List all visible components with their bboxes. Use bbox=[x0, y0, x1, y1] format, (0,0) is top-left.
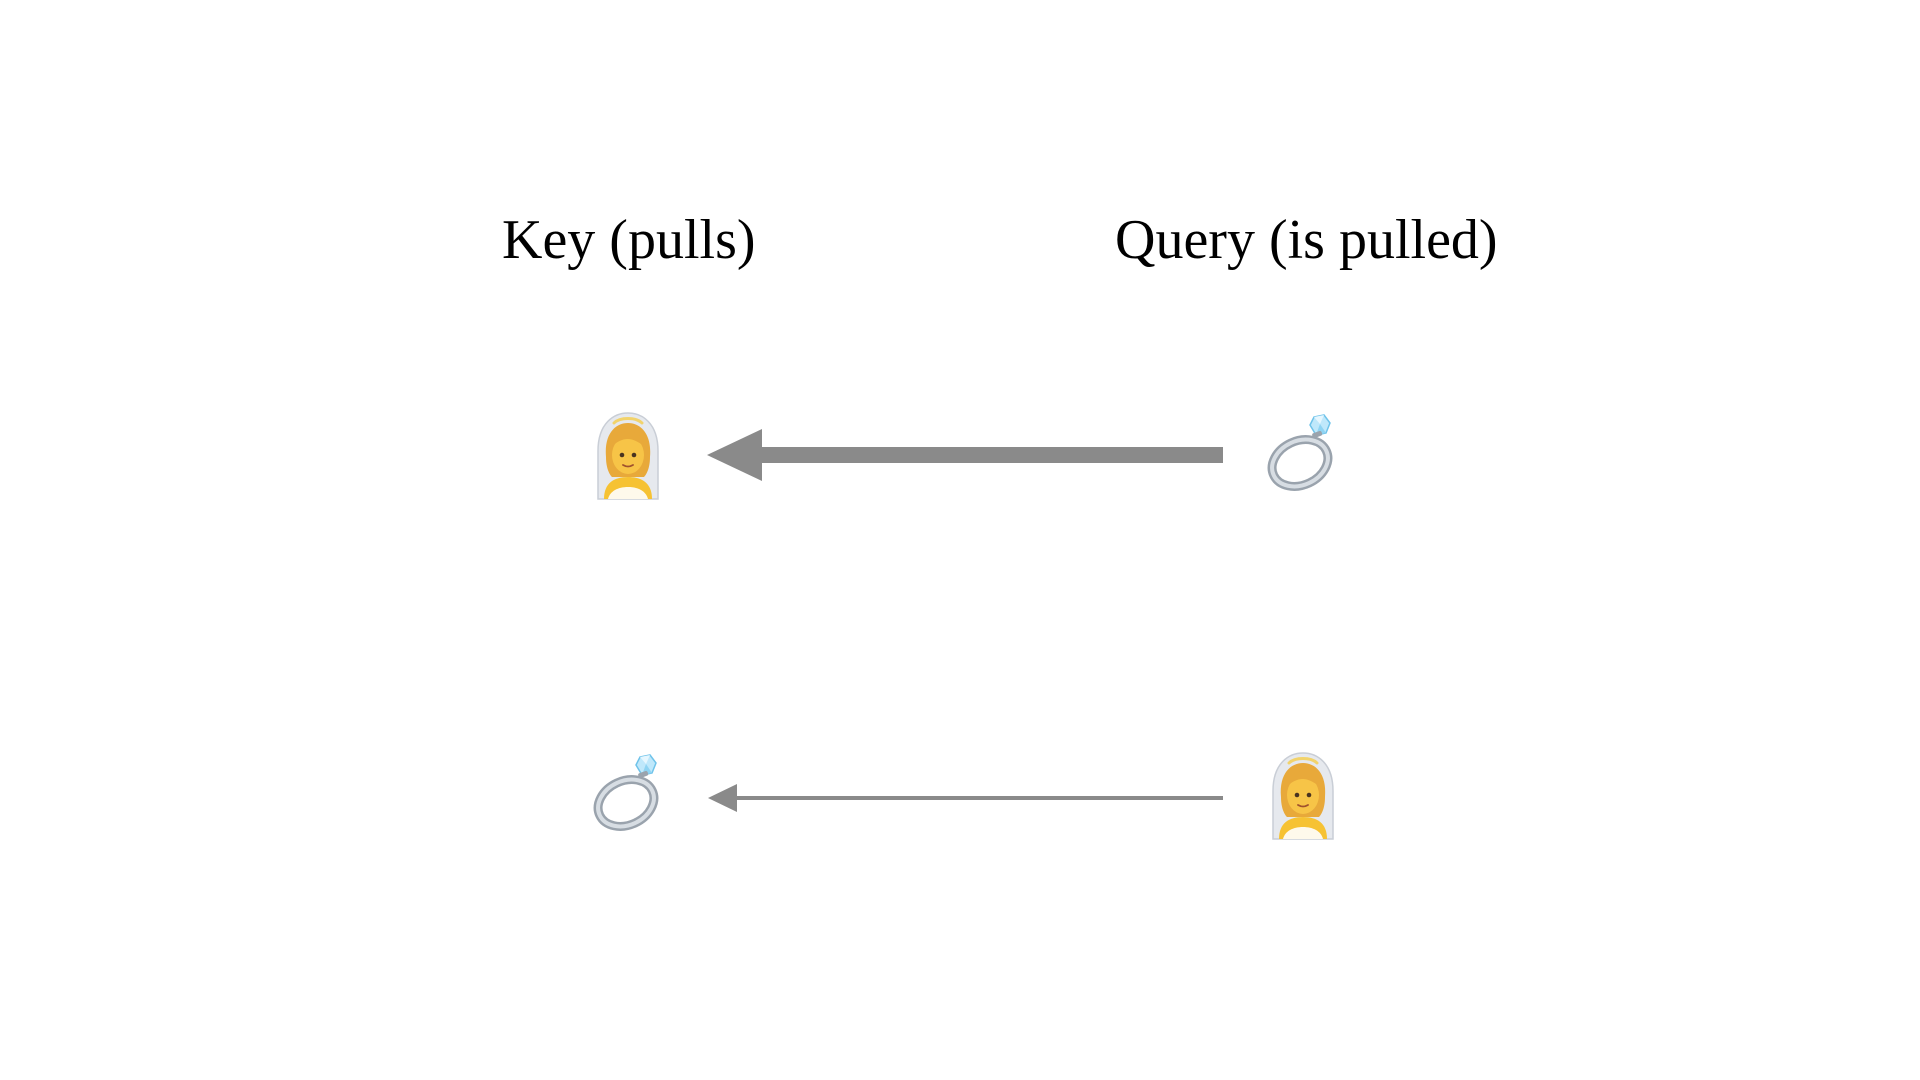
thin-arrow-head bbox=[708, 784, 737, 812]
thin-arrow bbox=[708, 784, 1223, 812]
ring-icon bbox=[1267, 414, 1333, 491]
key-column-header: Key (pulls) bbox=[502, 209, 756, 271]
query-column-header: Query (is pulled) bbox=[1115, 209, 1498, 271]
thin-arrow-shaft bbox=[735, 796, 1223, 800]
thick-arrow bbox=[707, 429, 1223, 481]
bride-with-veil-icon bbox=[597, 412, 659, 500]
ring-icon bbox=[593, 754, 659, 831]
thick-arrow-shaft bbox=[758, 447, 1223, 463]
bride-with-veil-icon bbox=[1272, 752, 1334, 840]
thick-arrow-head bbox=[707, 429, 762, 481]
